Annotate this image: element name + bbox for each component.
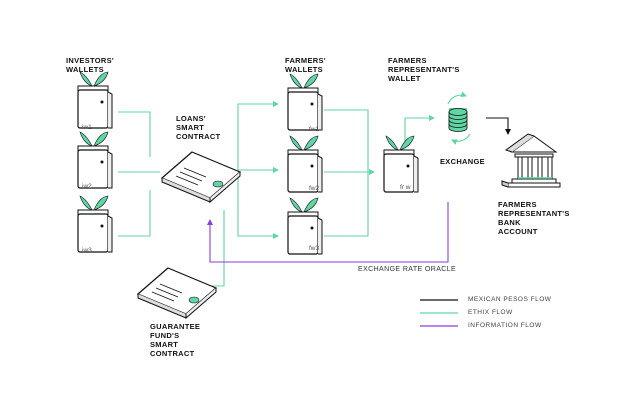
wallet-label-iw1: iw1: [82, 124, 92, 131]
investors-wallets-label: INVESTORS'WALLETS: [66, 56, 114, 74]
exchange-label: EXCHANGE: [440, 157, 485, 166]
bank-icon: [501, 133, 561, 188]
flow-iw3-to-loans: [118, 190, 151, 237]
wallet-icon: [77, 131, 113, 189]
wallet-label-frw: fr w: [400, 184, 411, 191]
legend-info-label: INFORMATION FLOW: [468, 322, 542, 329]
flow-loans-to-fw1: [237, 101, 279, 170]
wallet-icon: [77, 71, 113, 129]
legend-ethix-label: ETHIX FLOW: [468, 309, 513, 316]
flow-farmers-bus: [324, 109, 369, 237]
pesos-flow-line: [486, 117, 511, 135]
flow-loans-to-fw3: [237, 170, 279, 239]
wallet-label-iw3: iw3: [82, 247, 92, 254]
coin-stack-icon: [448, 108, 468, 132]
wallet-label-iw2: iw2: [82, 183, 92, 190]
legend-pesos-label: MEXICAN PESOS FLOW: [468, 296, 552, 303]
wallet-icon: [287, 73, 323, 131]
smart-contract-icon: [161, 151, 241, 203]
wallet-label-fw2: fw2: [309, 185, 320, 192]
wallet-icon: [287, 135, 323, 193]
wallet-label-fw1: fw1: [309, 126, 320, 133]
exchange-rotate-bottom: [451, 133, 471, 145]
farmers-wallets-label: FARMERS'WALLETS: [285, 56, 326, 74]
information-flow-line: [207, 202, 449, 263]
exchange-rate-oracle-label: EXCHANGE RATE ORACLE: [358, 266, 457, 273]
flow-frw-to-exchange: [404, 115, 435, 146]
exchange-rotate-top: [447, 91, 467, 105]
wallet-label-fw3: fw3: [309, 245, 320, 252]
smart-contract-icon: [137, 267, 217, 319]
flow-iw1-to-loans: [118, 111, 151, 157]
wallet-icon: [77, 195, 113, 253]
flow-loans-to-guarantee: [199, 210, 225, 289]
